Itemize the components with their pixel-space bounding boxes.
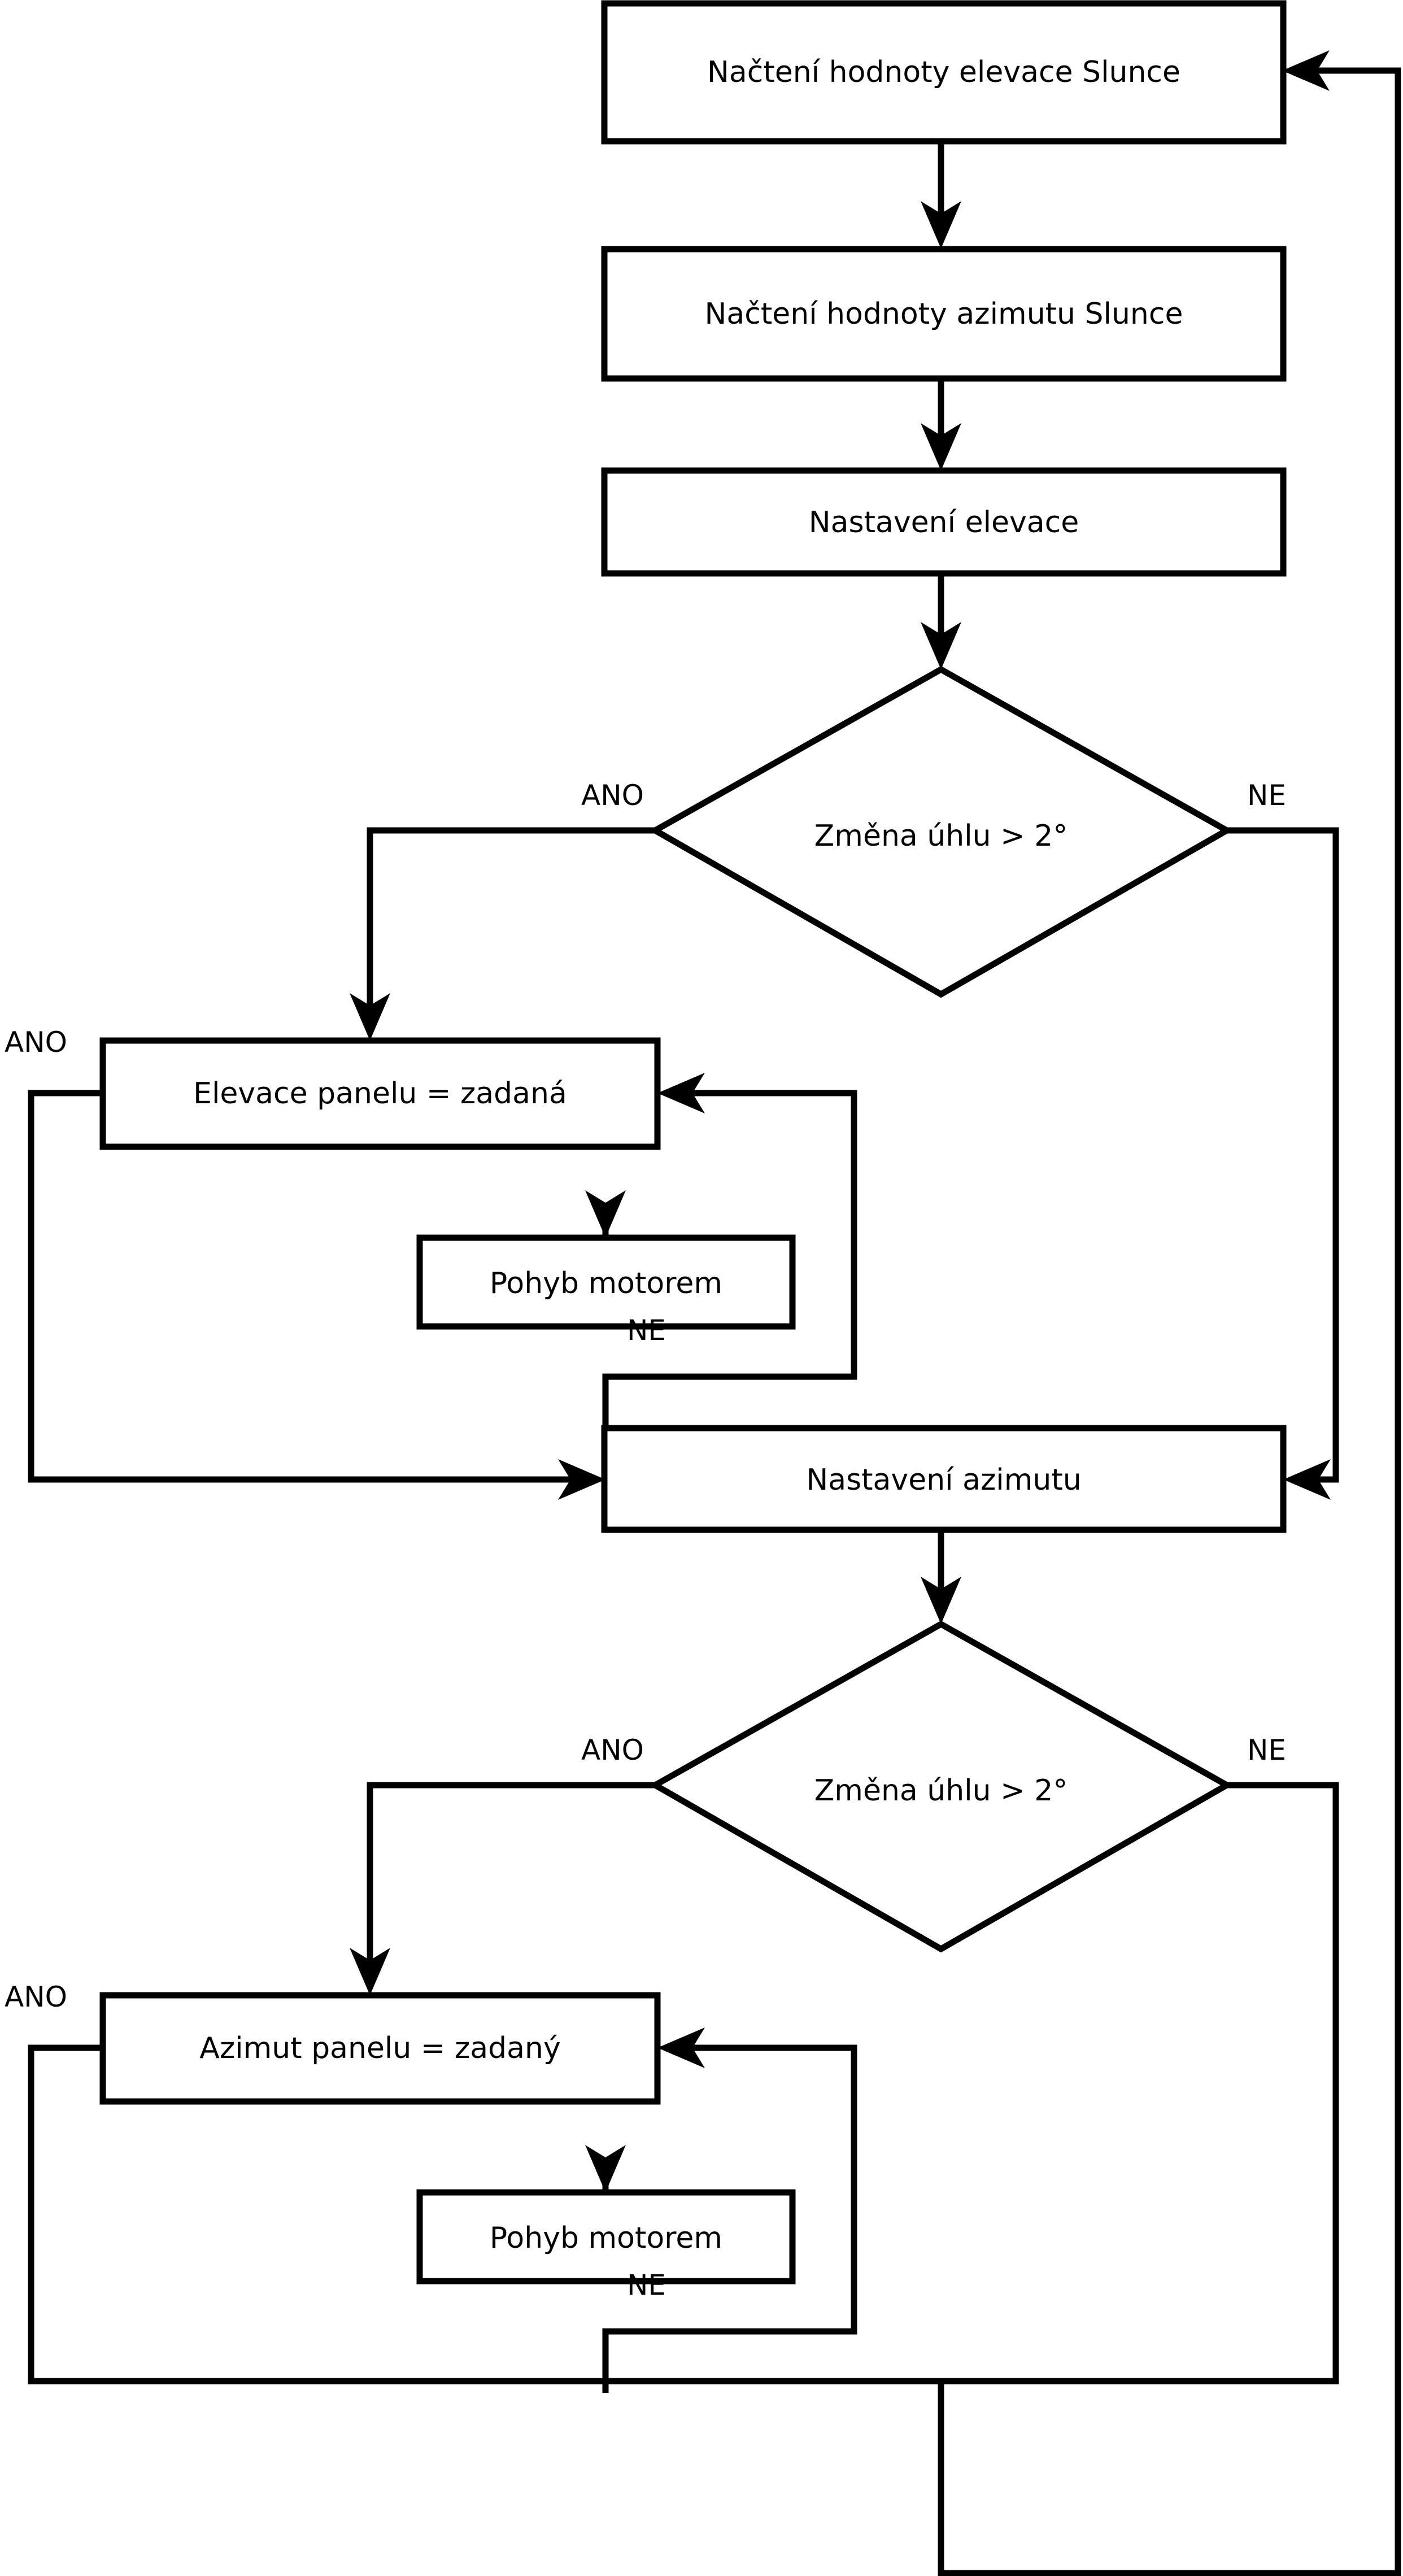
node-label: Nastavení elevace bbox=[809, 506, 1079, 539]
arrow-head-icon bbox=[921, 423, 961, 471]
edge-line bbox=[28, 2044, 944, 2384]
node-decision-elevation[interactable]: Změna úhlu > 2° bbox=[648, 665, 1234, 998]
node-read-azimuth[interactable]: Načtení hodnoty azimutu Slunce bbox=[601, 246, 1287, 382]
node-set-elevation[interactable]: Nastavení elevace bbox=[601, 467, 1287, 577]
node-label: Nastavení azimutu bbox=[806, 1463, 1081, 1497]
edge-label-panel-azimuth-no: NE bbox=[627, 2269, 666, 2301]
node-panel-elevation-check[interactable]: Elevace panelu = zadaná bbox=[99, 1037, 661, 1150]
node-shape bbox=[601, 246, 1287, 382]
edge-line bbox=[602, 2044, 857, 2393]
arrow-head-icon bbox=[1283, 1459, 1331, 1500]
arrow-head-icon bbox=[657, 2027, 705, 2068]
node-set-azimuth[interactable]: Nastavení azimutu bbox=[601, 1425, 1287, 1533]
edge-label-decision-azimuth-yes: ANO bbox=[581, 1734, 644, 1766]
node-shape bbox=[601, 1425, 1287, 1533]
edge-decision-elevation-no bbox=[1223, 827, 1339, 1500]
edge-label-panel-azimuth-yes: ANO bbox=[5, 1981, 67, 2013]
arrow-head-icon bbox=[657, 1073, 705, 1113]
edge-decision-elevation-yes bbox=[350, 827, 659, 1041]
node-shape bbox=[648, 1620, 1234, 1953]
arrow-head-icon bbox=[350, 993, 390, 1041]
arrow-head-icon bbox=[921, 622, 961, 669]
arrow-head-icon bbox=[585, 1190, 626, 1238]
node-shape bbox=[416, 2189, 796, 2285]
edge-label-panel-elevation-no: NE bbox=[627, 1314, 666, 1347]
edge-label-panel-elevation-yes: ANO bbox=[5, 1026, 67, 1059]
node-shape bbox=[601, 467, 1287, 577]
node-label: Načtení hodnoty azimutu Slunce bbox=[705, 297, 1183, 331]
node-motor-move-elevation[interactable]: Pohyb motorem bbox=[416, 1234, 796, 1330]
node-shape bbox=[601, 0, 1287, 145]
node-shape bbox=[648, 665, 1234, 998]
edge-read-azimuth-to-set-elevation bbox=[921, 378, 961, 471]
node-label: Pohyb motorem bbox=[490, 2221, 722, 2255]
arrow-head-icon bbox=[921, 1577, 961, 1624]
edge-line bbox=[938, 67, 1401, 2576]
edge-label-decision-azimuth-no: NE bbox=[1247, 1734, 1286, 1766]
node-label: Změna úhlu > 2° bbox=[814, 1774, 1068, 1808]
edge-label-decision-elevation-no: NE bbox=[1247, 779, 1286, 812]
node-decision-azimuth[interactable]: Změna úhlu > 2° bbox=[648, 1620, 1234, 1953]
edge-line bbox=[28, 1090, 576, 1483]
node-read-elevation[interactable]: Načtení hodnoty elevace Slunce bbox=[601, 0, 1287, 145]
edge-set-elevation-to-decision-elevation bbox=[921, 573, 961, 669]
node-shape bbox=[416, 1234, 796, 1330]
edge-line bbox=[602, 1090, 857, 1438]
node-motor-move-azimuth[interactable]: Pohyb motorem bbox=[416, 2189, 796, 2285]
arrow-head-icon bbox=[558, 1459, 605, 1500]
edge-panel-azimuth-yes bbox=[28, 2044, 944, 2384]
edge-motor-elevation-loop-back bbox=[602, 1073, 857, 1438]
arrow-head-icon bbox=[921, 201, 961, 249]
edge-decision-azimuth-yes bbox=[350, 1782, 659, 1995]
arrow-head-icon bbox=[1282, 50, 1330, 91]
edge-read-elevation-to-read-azimuth bbox=[921, 141, 961, 249]
edge-decision-azimuth-no bbox=[938, 50, 1401, 2576]
edge-label-decision-elevation-yes: ANO bbox=[581, 779, 644, 812]
edge-panel-elevation-yes bbox=[28, 1090, 605, 1500]
edge-line bbox=[1223, 827, 1339, 1483]
edge-line bbox=[367, 827, 659, 1014]
edge-line bbox=[367, 1782, 659, 1969]
node-label: Načtení hodnoty elevace Slunce bbox=[707, 55, 1180, 89]
node-label: Změna úhlu > 2° bbox=[814, 819, 1068, 853]
edge-motor-azimuth-loop-back bbox=[602, 2027, 857, 2393]
node-shape bbox=[99, 1992, 661, 2105]
node-label: Pohyb motorem bbox=[490, 1267, 722, 1300]
arrow-head-icon bbox=[585, 2145, 626, 2192]
edge-set-azimuth-to-decision-azimuth bbox=[921, 1530, 961, 1624]
node-label: Elevace panelu = zadaná bbox=[193, 1077, 567, 1111]
node-shape bbox=[99, 1037, 661, 1150]
arrow-head-icon bbox=[350, 1948, 390, 1995]
node-label: Azimut panelu = zadaný bbox=[199, 2031, 560, 2065]
node-panel-azimuth-check[interactable]: Azimut panelu = zadaný bbox=[99, 1992, 661, 2105]
